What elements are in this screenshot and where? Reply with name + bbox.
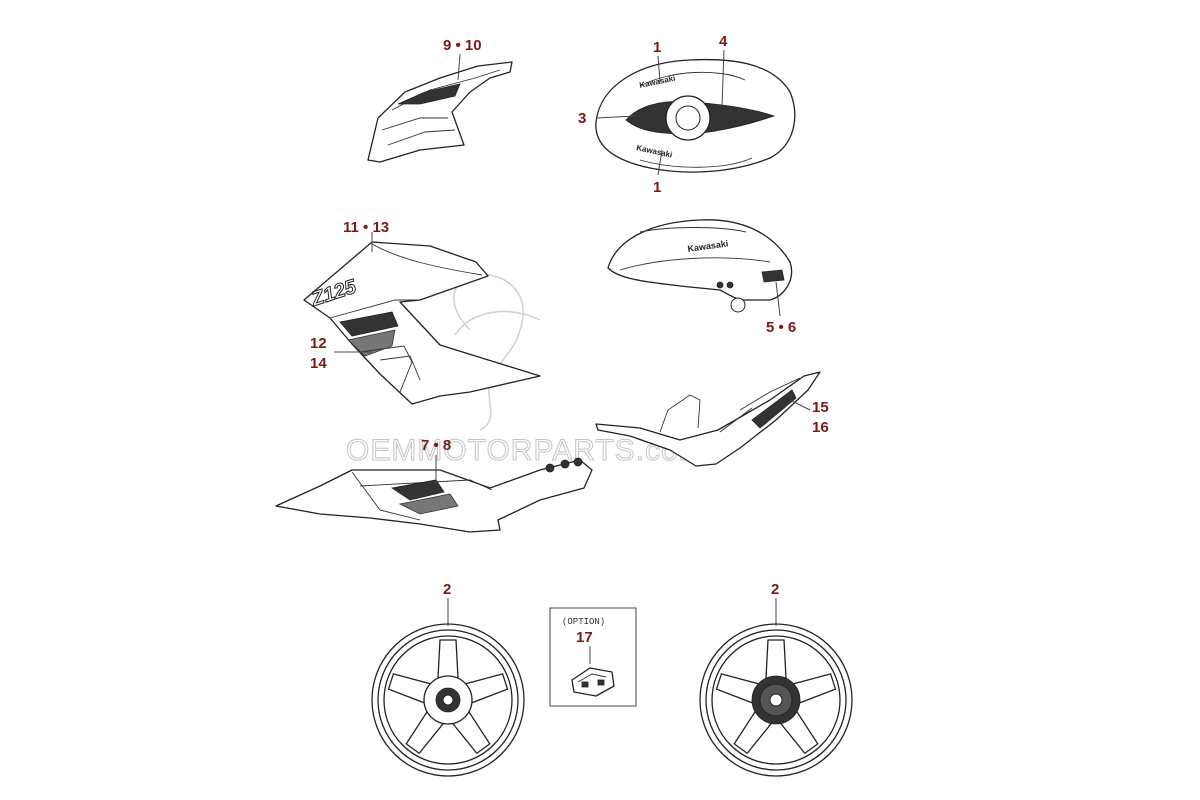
- callout-2-left: 2: [443, 581, 451, 598]
- callout-15: 15: [812, 399, 829, 416]
- callout-9-10: 9 • 10: [443, 37, 482, 54]
- rear-side-cover: [275, 457, 593, 533]
- rear-cowl: [595, 371, 821, 467]
- fuel-tank-side: Kawasaki: [607, 219, 793, 313]
- callout-7-8: 7 • 8: [421, 437, 451, 454]
- callout-1-bottom: 1: [653, 179, 661, 196]
- callout-2-right: 2: [771, 581, 779, 598]
- callout-3: 3: [578, 110, 586, 127]
- option-label: (OPTION): [562, 617, 605, 627]
- option-part-bracket: [571, 667, 615, 697]
- callout-14: 14: [310, 355, 327, 372]
- front-wheel: [371, 623, 525, 777]
- side-shroud: Z125: [303, 241, 541, 405]
- fuel-tank-top: Kawasaki Kawasaki: [595, 58, 796, 173]
- callout-12: 12: [310, 335, 327, 352]
- front-cowl: [367, 61, 513, 163]
- callout-4: 4: [719, 33, 728, 50]
- callout-16: 16: [812, 419, 829, 436]
- callout-1-top: 1: [653, 39, 661, 56]
- callout-17: 17: [576, 629, 593, 646]
- rear-wheel: [699, 623, 853, 777]
- callout-5-6: 5 • 6: [766, 319, 796, 336]
- option-box: (OPTION) 17: [549, 607, 637, 707]
- callout-11-13: 11 • 13: [343, 219, 389, 236]
